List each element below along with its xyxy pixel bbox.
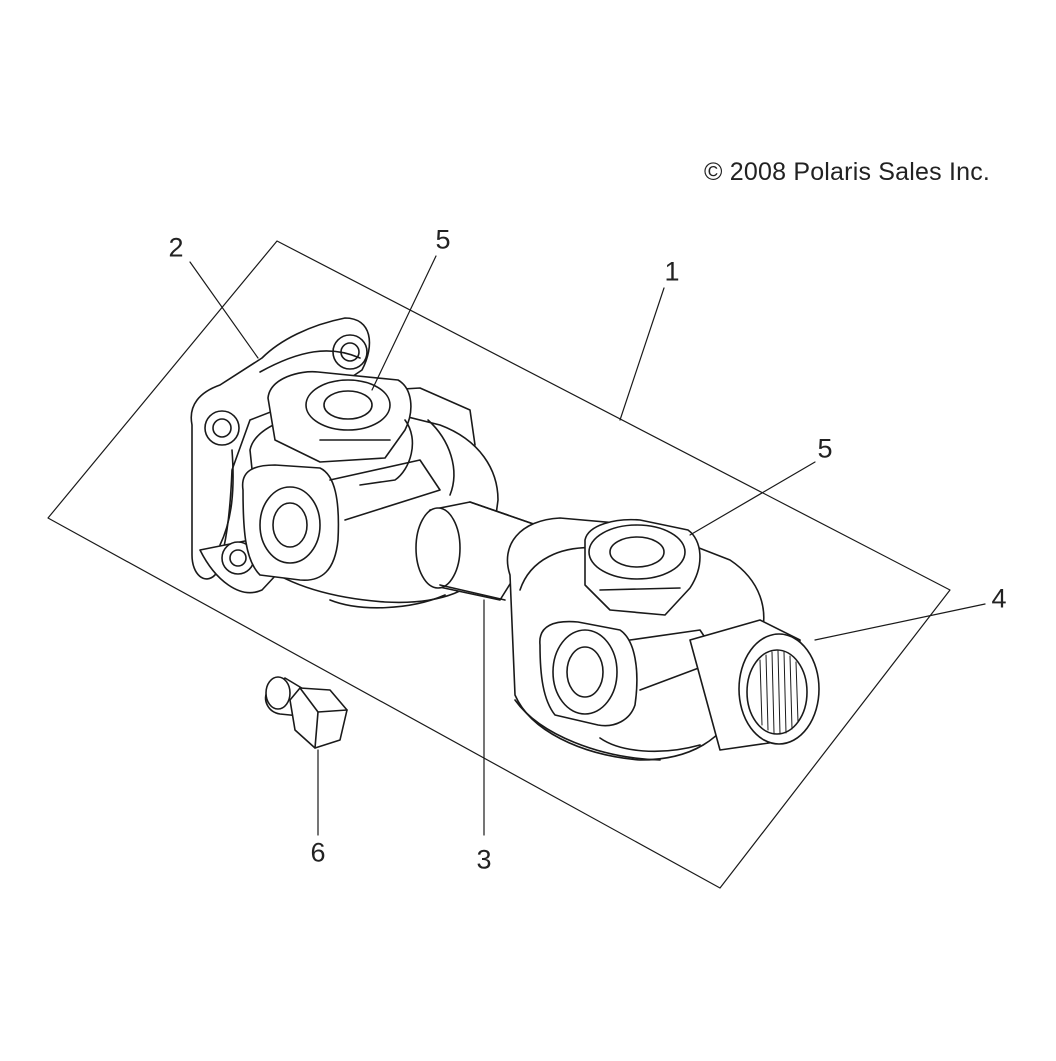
leader-lines <box>189 255 986 836</box>
callout-2: 2 <box>168 232 184 263</box>
bolt <box>264 676 348 749</box>
callout-5-front: 5 <box>817 433 833 464</box>
leader-4 <box>814 603 986 641</box>
callout-1: 1 <box>664 256 680 287</box>
callout-5-rear: 5 <box>435 224 451 255</box>
assembly-outline <box>47 240 951 889</box>
callout-4: 4 <box>991 583 1007 614</box>
rear-cross-cap-side <box>241 459 441 581</box>
rear-cross-cap-top <box>267 370 414 486</box>
leader-1 <box>619 287 665 421</box>
callout-6: 6 <box>310 837 326 868</box>
leader-5a <box>371 255 437 391</box>
splined-yoke <box>689 619 820 751</box>
copyright-text: © 2008 Polaris Sales Inc. <box>704 158 991 186</box>
callout-3: 3 <box>476 844 492 875</box>
leader-5b <box>689 461 816 536</box>
front-cross-cap-side <box>539 620 721 727</box>
leader-2 <box>189 261 259 359</box>
front-cross-cap-top <box>584 518 701 616</box>
